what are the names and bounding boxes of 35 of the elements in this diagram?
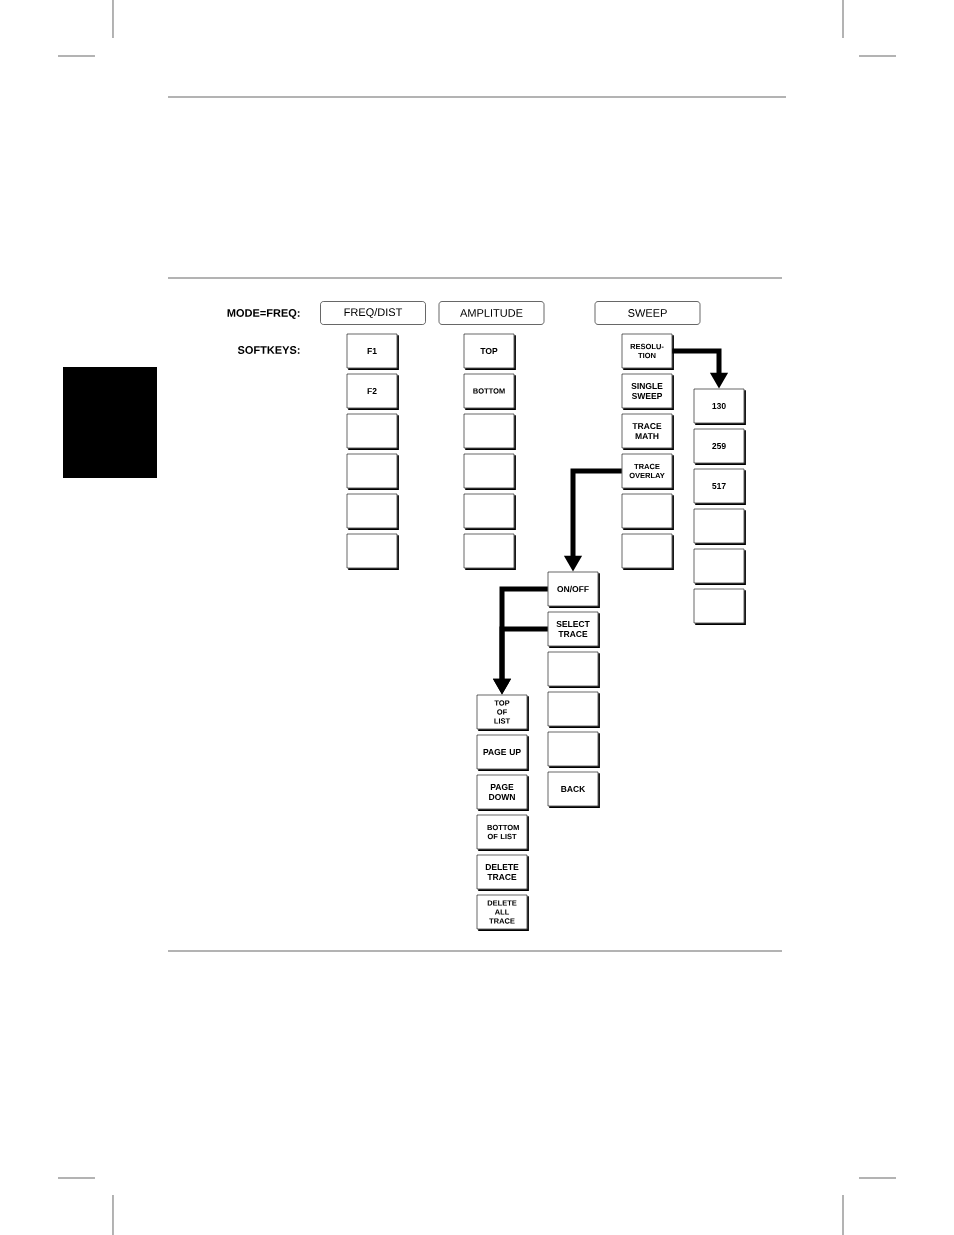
softkey: TOP bbox=[463, 333, 516, 370]
softkey: 517 bbox=[693, 468, 746, 505]
softkey bbox=[346, 453, 399, 490]
menu-tab: FREQ/DIST bbox=[320, 301, 426, 325]
softkey bbox=[621, 533, 674, 570]
softkey bbox=[547, 691, 600, 728]
softkey bbox=[346, 533, 399, 570]
softkey: SINGLE SWEEP bbox=[621, 373, 674, 410]
softkey: BACK bbox=[547, 771, 600, 808]
softkey bbox=[463, 453, 516, 490]
softkey bbox=[463, 493, 516, 530]
row-label: MODE=FREQ: bbox=[227, 309, 300, 319]
menu-tab: SWEEP bbox=[594, 301, 701, 325]
softkey: F1 bbox=[346, 333, 399, 370]
softkey bbox=[346, 413, 399, 450]
softkey bbox=[693, 588, 746, 625]
row-label: SOFTKEYS: bbox=[237, 346, 300, 354]
softkey: 130 bbox=[693, 388, 746, 425]
softkey bbox=[547, 651, 600, 688]
softkey: PAGE DOWN bbox=[476, 774, 529, 811]
softkey: TRACE MATH bbox=[621, 413, 674, 450]
softkey bbox=[547, 731, 600, 768]
softkey: SELECT TRACE bbox=[547, 611, 600, 648]
softkey: DELETE TRACE bbox=[476, 854, 529, 891]
softkey: ON/OFF bbox=[547, 571, 600, 608]
softkey: F2 bbox=[346, 373, 399, 410]
softkey bbox=[463, 533, 516, 570]
softkey bbox=[621, 493, 674, 530]
menu-tab: AMPLITUDE bbox=[438, 301, 545, 325]
softkey bbox=[693, 508, 746, 545]
softkey: PAGE UP bbox=[476, 734, 529, 771]
softkey: 259 bbox=[693, 428, 746, 465]
softkey bbox=[693, 548, 746, 585]
softkey bbox=[346, 493, 399, 530]
softkey bbox=[463, 413, 516, 450]
